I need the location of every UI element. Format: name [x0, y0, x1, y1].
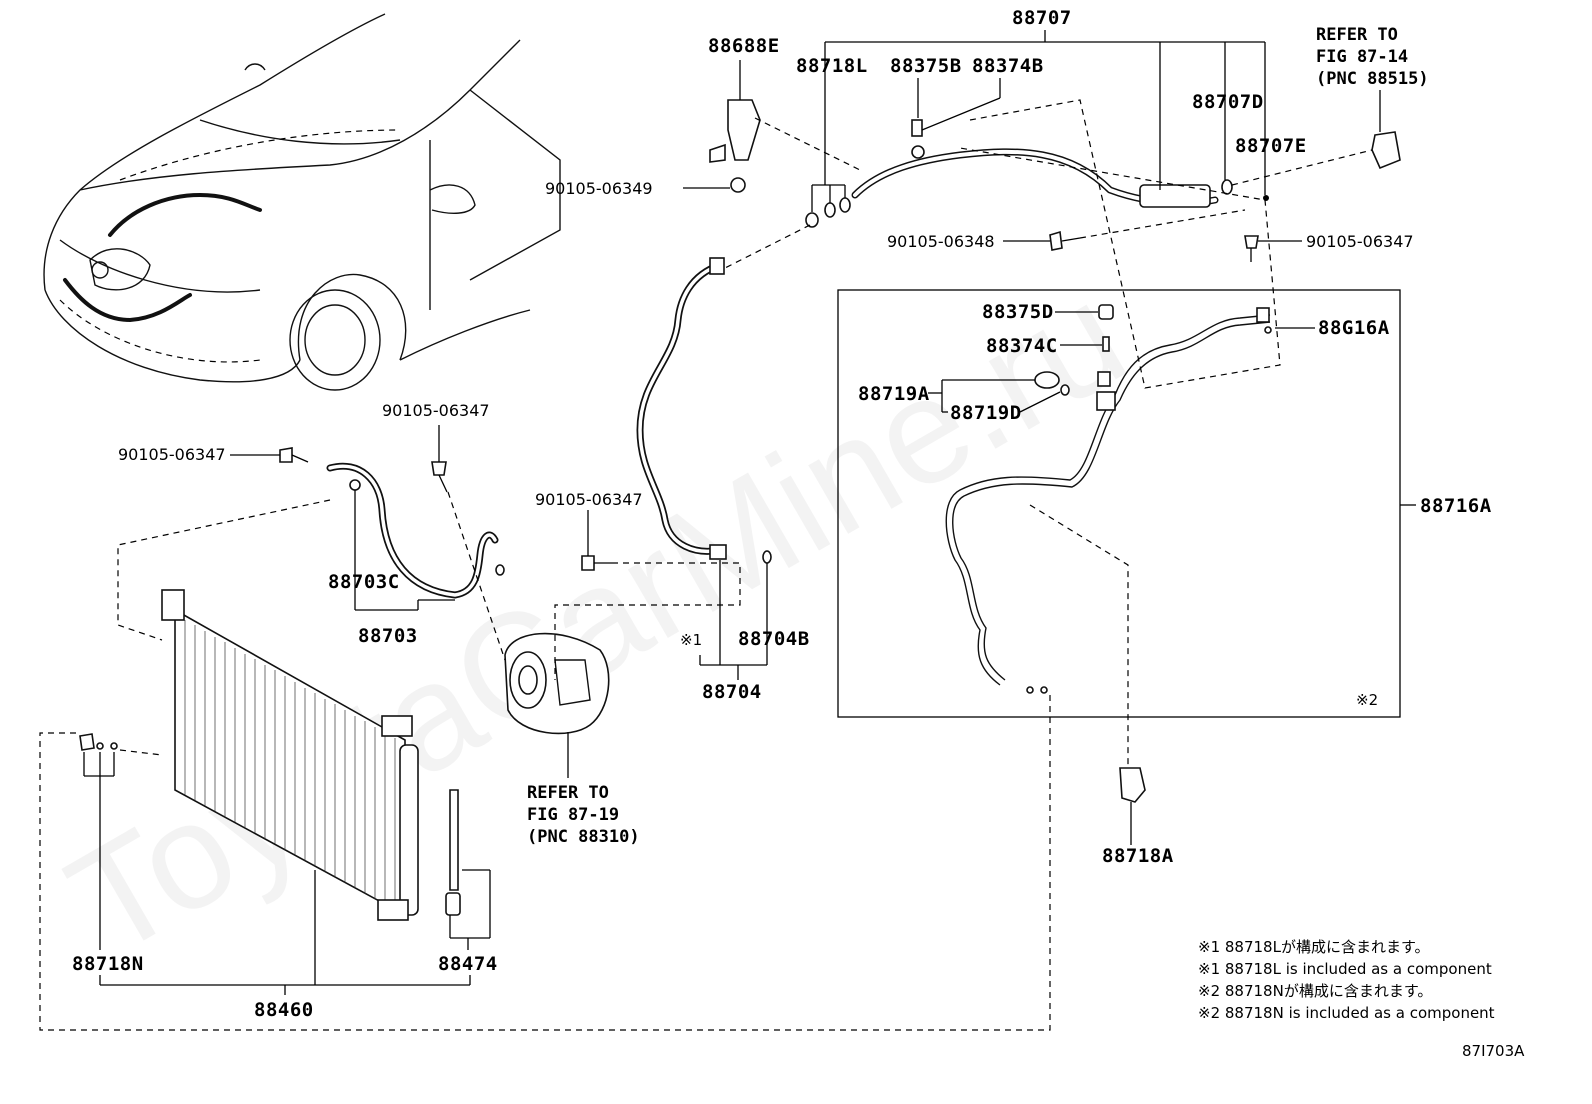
liquid-tube-88716A: [945, 304, 1272, 694]
condenser-88460: [79, 589, 461, 921]
expansion-valve-connector: [1221, 131, 1401, 201]
bracket-88688E: [709, 99, 761, 193]
liquid-tube-88716A-box: [837, 289, 1401, 718]
refer-compressor-line2: FIG 87-19: [527, 805, 619, 825]
label-88704[interactable]: 88704: [702, 681, 762, 703]
label-88374C[interactable]: 88374C: [986, 335, 1058, 357]
label-90105-06349[interactable]: 90105-06349: [545, 179, 653, 198]
label-88G16A[interactable]: 88G16A: [1318, 317, 1390, 339]
label-88707D[interactable]: 88707D: [1192, 91, 1264, 113]
label-88719D[interactable]: 88719D: [950, 402, 1022, 424]
label-88688E[interactable]: 88688E: [708, 35, 780, 57]
note-1-ja: ※1 88718Lが構成に含まれます。: [1198, 938, 1429, 956]
figure-code: 87I703A: [1462, 1042, 1525, 1060]
label-90105-06347-mid[interactable]: 90105-06347: [535, 490, 643, 509]
label-88375B[interactable]: 88375B: [890, 55, 962, 77]
watermark: ToyotaCarMine.ru: [42, 250, 1151, 987]
label-88707[interactable]: 88707: [1012, 7, 1072, 29]
label-88718N[interactable]: 88718N: [72, 953, 144, 975]
label-88703[interactable]: 88703: [358, 625, 418, 647]
pressure-switch-88718A: [1119, 767, 1146, 803]
label-88703C[interactable]: 88703C: [328, 571, 400, 593]
label-88718A[interactable]: 88718A: [1102, 845, 1174, 867]
label-90105-06347-top[interactable]: 90105-06347: [382, 401, 490, 420]
mark-2: ※2: [1356, 691, 1378, 709]
refer-compressor-line3[interactable]: (PNC 88310): [527, 827, 640, 847]
suction-hose-88707: [851, 119, 1219, 208]
label-88719A[interactable]: 88719A: [858, 383, 930, 405]
dashed-guide-lines: [39, 99, 1373, 1031]
refer-top-line3[interactable]: (PNC 88515): [1316, 69, 1429, 89]
bolts: [279, 230, 1259, 571]
refer-top-line1: REFER TO: [1316, 25, 1398, 45]
hose-88703: [326, 462, 505, 599]
label-90105-06347-left[interactable]: 90105-06347: [118, 445, 226, 464]
discharge-hose-88704: [636, 257, 772, 564]
vehicle-outline-illustration: [43, 13, 561, 391]
mark-1: ※1: [680, 631, 702, 649]
leader-lines: [83, 30, 1416, 995]
refer-compressor-line1: REFER TO: [527, 783, 609, 803]
refer-top-line2: FIG 87-14: [1316, 47, 1408, 67]
label-90105-06347-right[interactable]: 90105-06347: [1306, 232, 1414, 251]
label-88716A[interactable]: 88716A: [1420, 495, 1492, 517]
ac-compressor: [504, 632, 610, 735]
label-90105-06348[interactable]: 90105-06348: [887, 232, 995, 251]
label-88374B[interactable]: 88374B: [972, 55, 1044, 77]
note-1-en: ※1 88718L is included as a component: [1198, 960, 1492, 978]
note-2-en: ※2 88718N is included as a component: [1198, 1004, 1495, 1022]
label-88460[interactable]: 88460: [254, 999, 314, 1021]
label-88704B[interactable]: 88704B: [738, 628, 810, 650]
label-88474[interactable]: 88474: [438, 953, 498, 975]
note-2-ja: ※2 88718Nが構成に含まれます。: [1198, 982, 1432, 1000]
label-88718L[interactable]: 88718L: [796, 55, 868, 77]
label-88375D[interactable]: 88375D: [982, 301, 1054, 323]
label-88707E[interactable]: 88707E: [1235, 135, 1307, 157]
footnotes: ※1 88718Lが構成に含まれます。 ※1 88718L is include…: [1198, 938, 1495, 1022]
part-labels: 88707 88688E 88718L 88375B 88374B 88707D…: [72, 7, 1492, 1021]
